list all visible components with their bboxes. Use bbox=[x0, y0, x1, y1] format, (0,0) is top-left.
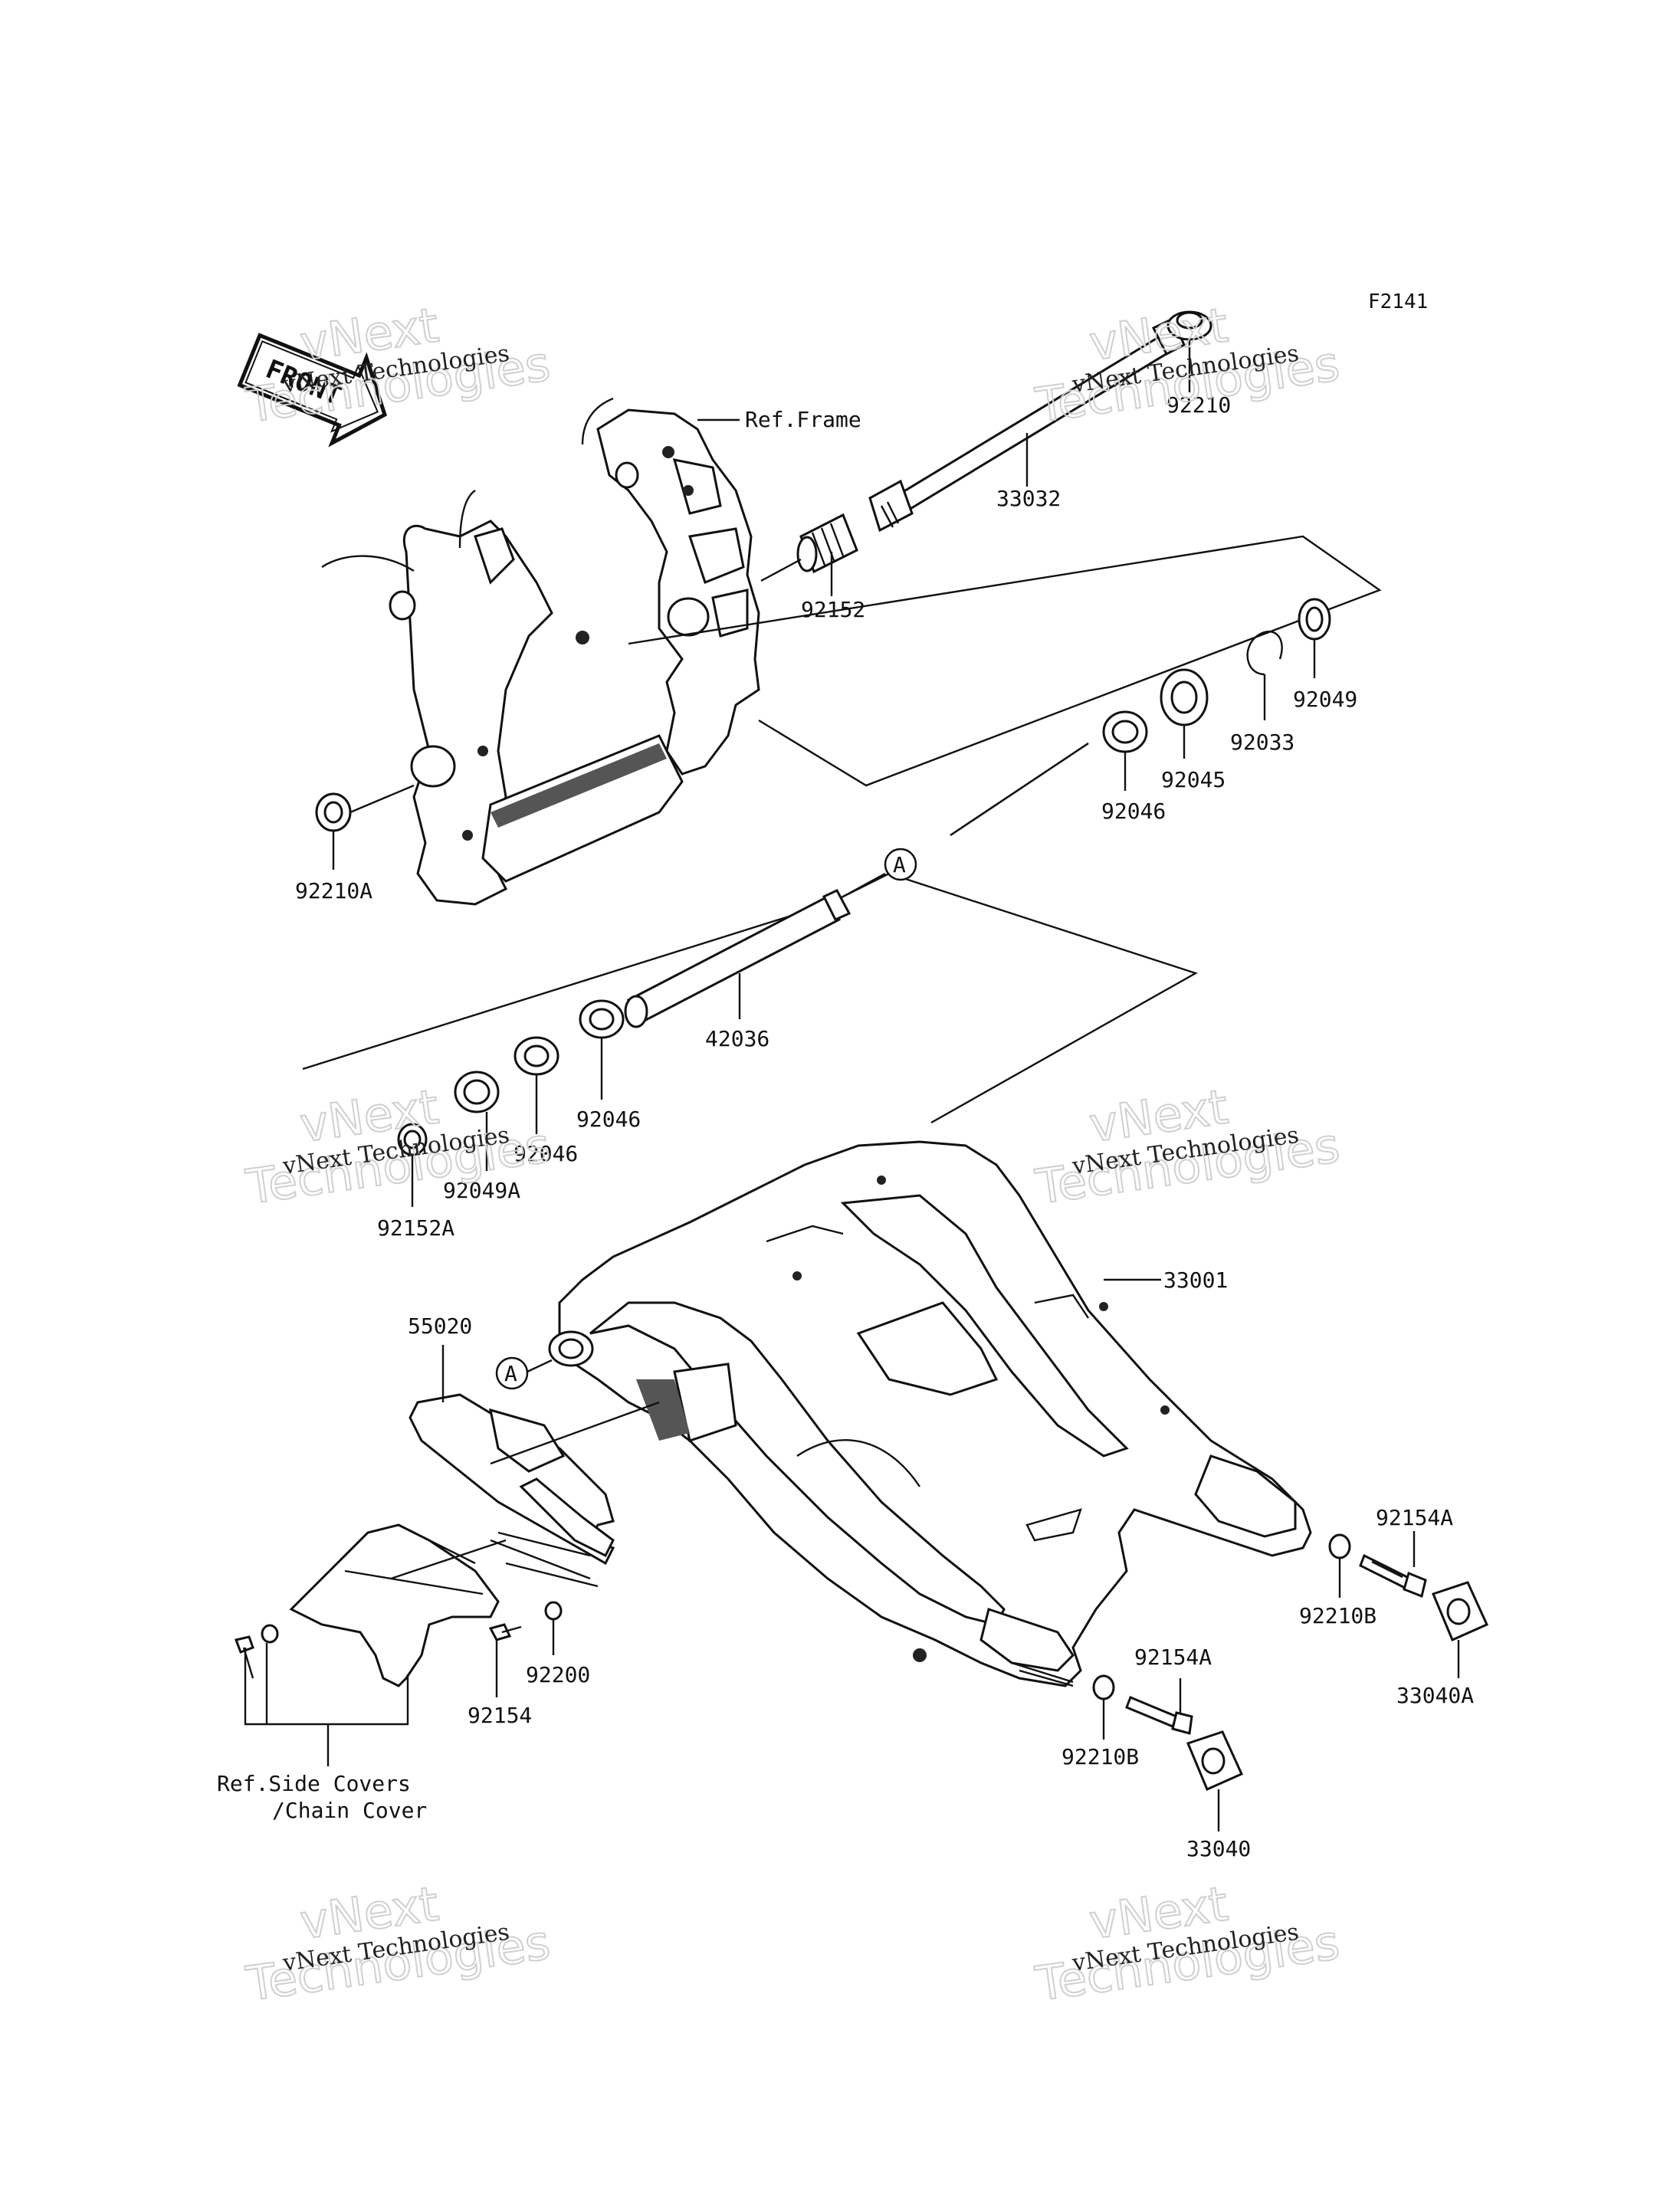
adjuster-33040-icon bbox=[1186, 1730, 1243, 1791]
part-label-92154A-upper: 92154A bbox=[1376, 1505, 1453, 1530]
watermark-top-right: vNext Technologies vNext Technologies bbox=[1032, 296, 1344, 434]
part-label-33001: 33001 bbox=[1163, 1267, 1228, 1293]
nut-92210A-icon bbox=[315, 792, 352, 832]
bolt-92154A-upper-icon bbox=[1359, 1553, 1427, 1599]
ref-frame-label: Ref.Frame bbox=[745, 407, 861, 432]
part-label-92152A: 92152A bbox=[377, 1215, 454, 1241]
part-label-33040: 33040 bbox=[1186, 1836, 1251, 1861]
watermark-bottom-right: vNext Technologies vNext Technologies bbox=[1032, 1874, 1344, 2012]
bolt-92154-icon bbox=[488, 1623, 522, 1641]
part-label-92200: 92200 bbox=[526, 1662, 590, 1687]
front-direction-icon: FRONT bbox=[237, 333, 388, 448]
nut-92210B-lower-icon bbox=[1092, 1674, 1115, 1700]
nut-92210B-upper-icon bbox=[1328, 1533, 1351, 1559]
ref-side-covers-label: Ref.Side Covers bbox=[217, 1771, 411, 1796]
part-label-92046-right: 92046 bbox=[1101, 798, 1166, 824]
bearing-group-left bbox=[397, 999, 625, 1156]
part-label-33032: 33032 bbox=[996, 486, 1061, 511]
watermark-bottom-left: vNext Technologies vNext Technologies bbox=[242, 1874, 555, 2012]
watermark-mid-right: vNext Technologies vNext Technologies bbox=[1032, 1077, 1344, 1215]
ref-chain-cover-label: /Chain Cover bbox=[272, 1798, 427, 1823]
svg-text:A: A bbox=[504, 1361, 517, 1386]
nut-92210-icon bbox=[1166, 310, 1212, 341]
adjuster-33040A-icon bbox=[1431, 1581, 1488, 1641]
figure-code: F2141 bbox=[1368, 290, 1428, 313]
collar-92152 bbox=[796, 513, 858, 574]
part-label-92210B-upper: 92210B bbox=[1299, 1603, 1376, 1628]
washer-92200-icon bbox=[544, 1601, 563, 1621]
part-label-92210A: 92210A bbox=[295, 878, 372, 903]
part-label-92049: 92049 bbox=[1293, 687, 1357, 712]
part-label-92210B-lower: 92210B bbox=[1061, 1744, 1139, 1769]
callout-a-top: A bbox=[884, 848, 917, 881]
part-label-92152: 92152 bbox=[801, 597, 865, 622]
part-label-92045: 92045 bbox=[1161, 767, 1226, 792]
swingarm-33001-drawing bbox=[548, 1140, 1312, 1687]
part-label-92046-left: 92046 bbox=[514, 1141, 578, 1166]
chain-guide-55020 bbox=[409, 1393, 615, 1566]
bolt-92154A-lower-icon bbox=[1125, 1696, 1193, 1735]
part-label-92049A: 92049A bbox=[443, 1178, 520, 1203]
bolt-92154-left-icon bbox=[234, 1635, 254, 1679]
part-label-92154: 92154 bbox=[468, 1703, 532, 1728]
part-label-92046-middle: 92046 bbox=[576, 1107, 641, 1132]
frame-bracket-drawing bbox=[321, 397, 760, 906]
svg-text:A: A bbox=[893, 852, 906, 877]
pivot-shaft-33032 bbox=[868, 316, 1186, 533]
part-label-42036: 42036 bbox=[705, 1026, 769, 1051]
part-label-92210: 92210 bbox=[1166, 392, 1231, 418]
callout-a-left: A bbox=[495, 1356, 529, 1390]
part-label-33040A: 33040A bbox=[1396, 1683, 1474, 1708]
part-label-92154A-lower: 92154A bbox=[1134, 1644, 1212, 1670]
washer-left-icon bbox=[261, 1624, 279, 1644]
part-label-55020: 55020 bbox=[408, 1313, 472, 1339]
part-label-92033: 92033 bbox=[1230, 730, 1294, 755]
chain-cover-drawing bbox=[289, 1523, 500, 1687]
